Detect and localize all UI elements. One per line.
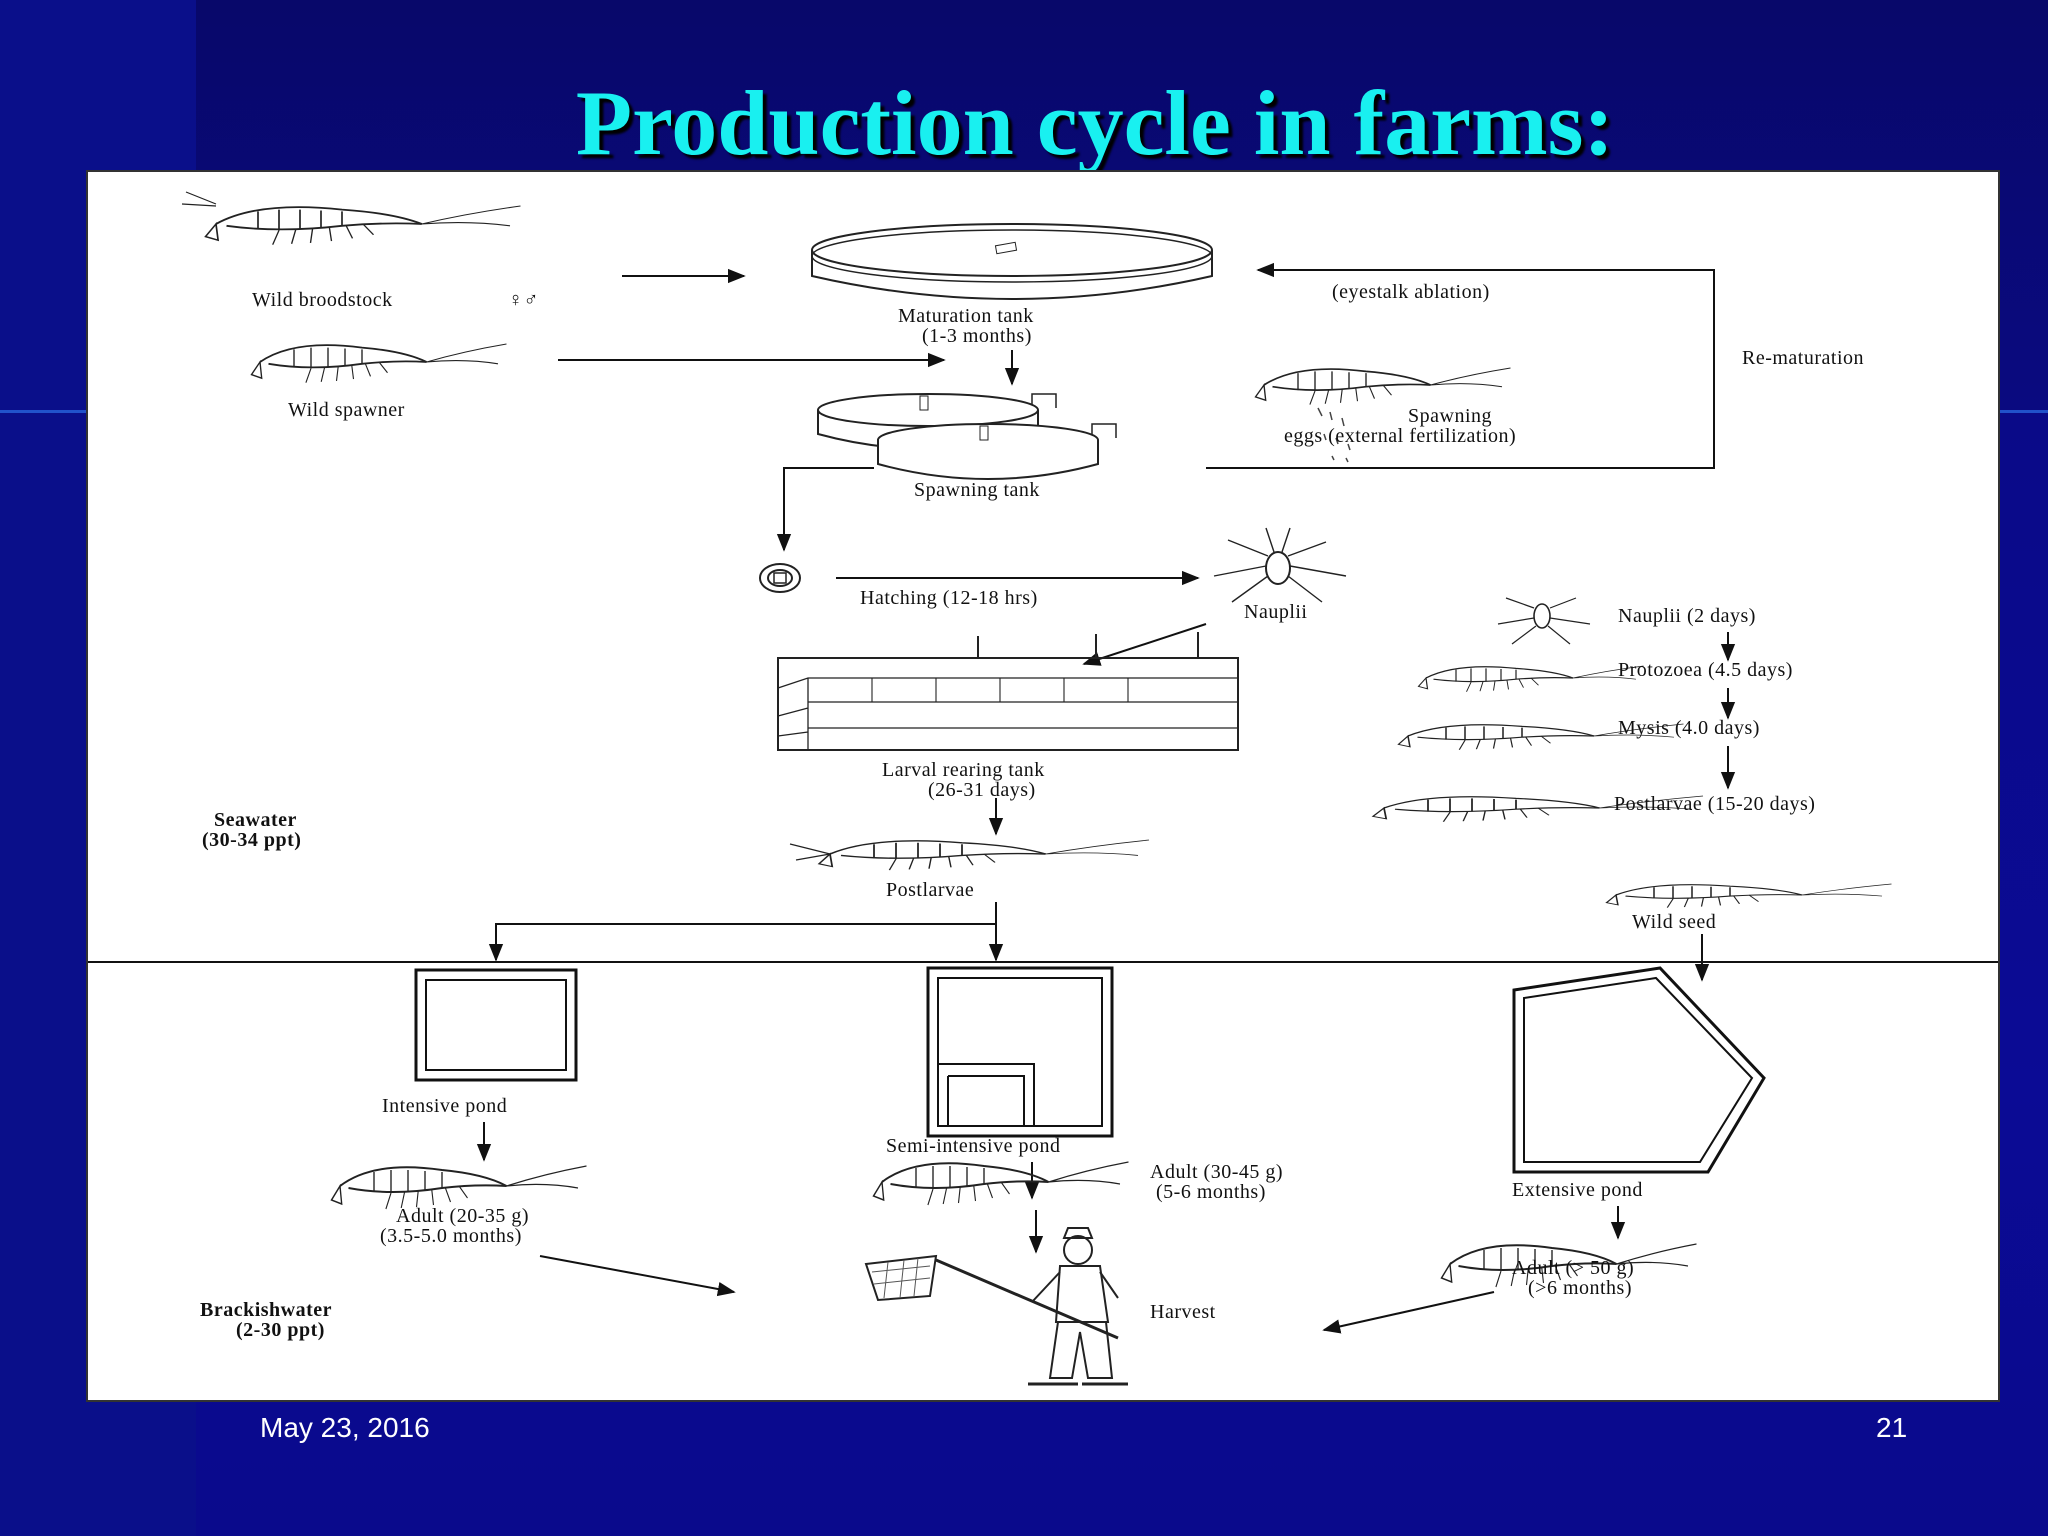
- wild-broodstock-illustration: [181, 191, 522, 246]
- spawning-tank-label: Spawning tank: [914, 479, 1040, 501]
- hatching-label: Hatching (12-18 hrs): [860, 587, 1038, 609]
- postlarvae-label: Postlarvae: [886, 879, 974, 901]
- sex-symbols: ♀♂: [508, 289, 539, 311]
- brackishwater-ppt-label: (2-30 ppt): [236, 1319, 325, 1341]
- adult-semi-weight: Adult (30-45 g): [1150, 1161, 1283, 1183]
- maturation-duration-label: (1-3 months): [922, 325, 1032, 347]
- adult-semi-intensive-illustration: [872, 1161, 1130, 1206]
- larval-tank-label: Larval rearing tank: [882, 759, 1045, 781]
- harvester-illustration: [864, 1227, 1128, 1386]
- stage-nauplii-illustration: [1497, 597, 1591, 645]
- maturation-tank-illustration: [811, 223, 1213, 300]
- arrow-intensive-to-harvest: [539, 1255, 736, 1297]
- stage-protozoea-label: Protozoea (4.5 days): [1618, 659, 1793, 681]
- wild-spawner-label: Wild spawner: [288, 399, 405, 421]
- diagram-panel: Wild broodstock ♀♂ Wild spawner Maturati…: [86, 170, 2000, 1402]
- re-maturation-label: Re-maturation: [1742, 347, 1864, 369]
- wild-spawner-illustration: [250, 343, 508, 384]
- spawning-label-line1: Spawning: [1408, 405, 1492, 427]
- branch-connector: [495, 902, 997, 958]
- spawning-label-line2: eggs (external fertilization): [1284, 425, 1516, 447]
- hatching-egg-icon: [759, 563, 801, 593]
- adult-extensive-duration: (>6 months): [1528, 1277, 1632, 1299]
- semi-intensive-pond-label: Semi-intensive pond: [886, 1135, 1060, 1157]
- production-cycle-diagram: Wild broodstock ♀♂ Wild spawner Maturati…: [88, 191, 1998, 1386]
- stage-mysis-label: Mysis (4.0 days): [1618, 717, 1760, 739]
- seawater-label: Seawater: [214, 809, 297, 831]
- nauplii-label: Nauplii: [1244, 601, 1308, 623]
- adult-semi-duration: (5-6 months): [1156, 1181, 1266, 1203]
- larval-rearing-tank-illustration: [777, 632, 1239, 751]
- spawning-shrimp-illustration: [1254, 367, 1512, 463]
- extensive-pond-label: Extensive pond: [1512, 1179, 1643, 1201]
- harvest-label: Harvest: [1150, 1301, 1216, 1323]
- postlarvae-illustration: [789, 838, 1151, 872]
- intensive-pond-illustration: [414, 968, 578, 1082]
- arrow-spawning-to-hatch: [776, 467, 874, 552]
- adult-intensive-illustration: [330, 1165, 588, 1210]
- adult-extensive-weight: Adult (> 50 g): [1512, 1257, 1634, 1279]
- wild-seed-label: Wild seed: [1632, 911, 1716, 933]
- stage-postlarvae-label: Postlarvae (15-20 days): [1614, 793, 1815, 815]
- wild-seed-illustration: [1605, 883, 1893, 909]
- stage-protozoea-illustration: [1417, 665, 1645, 693]
- arrow-extensive-to-harvest: [1322, 1291, 1495, 1334]
- brackishwater-label: Brackishwater: [200, 1299, 332, 1321]
- wild-broodstock-label: Wild broodstock: [252, 289, 393, 311]
- intensive-pond-label: Intensive pond: [382, 1095, 507, 1117]
- extensive-pond-illustration: [1512, 966, 1766, 1174]
- seawater-ppt-label: (30-34 ppt): [202, 829, 301, 851]
- eyestalk-ablation-label: (eyestalk ablation): [1332, 281, 1490, 303]
- nauplii-illustration: [1213, 527, 1347, 603]
- semi-intensive-pond-illustration: [926, 966, 1114, 1138]
- stage-nauplii-label: Nauplii (2 days): [1618, 605, 1756, 627]
- adult-intensive-weight: Adult (20-35 g): [396, 1205, 529, 1227]
- maturation-tank-label: Maturation tank: [898, 305, 1034, 327]
- arrow-rematuration-loop: [1206, 262, 1715, 469]
- adult-intensive-duration: (3.5-5.0 months): [380, 1225, 522, 1247]
- footer-date: May 23, 2016: [260, 1412, 430, 1443]
- footer-page-number: 21: [1876, 1412, 1908, 1443]
- slide-title: Production cycle in farms:: [575, 72, 1615, 174]
- larval-duration-label: (26-31 days): [928, 779, 1036, 801]
- spawning-tank-illustration: [817, 393, 1117, 480]
